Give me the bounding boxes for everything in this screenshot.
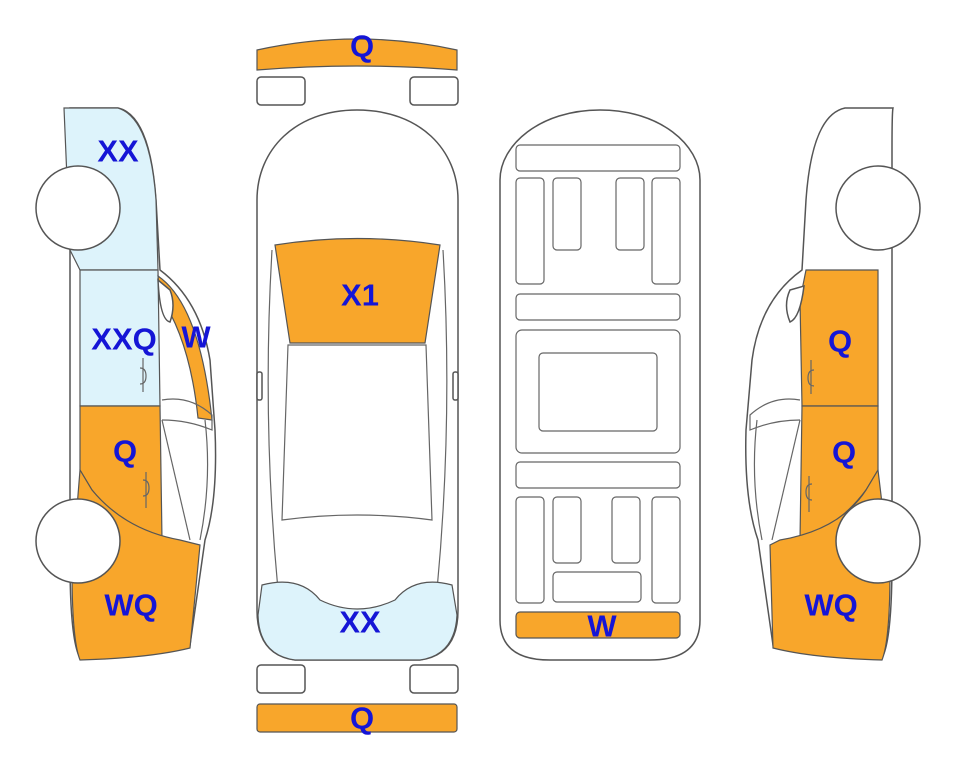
windshield-label: X1 xyxy=(341,278,379,313)
under-panel xyxy=(515,144,681,172)
right-side-line xyxy=(436,249,448,591)
rear-bumper-label: Q xyxy=(350,701,374,736)
undercarriage-rear-panel[interactable] xyxy=(515,611,681,639)
top-view: Q X1 XX Q xyxy=(256,29,459,736)
left-front-door-label: XXQ xyxy=(91,322,156,357)
rear-bumper[interactable] xyxy=(256,703,458,733)
undercarriage-view: W xyxy=(499,109,701,661)
left-rear-wheel xyxy=(35,498,121,584)
under-panel xyxy=(552,496,582,564)
right-mirror-top xyxy=(452,371,459,401)
under-panel xyxy=(651,177,681,285)
right-rear-wheel xyxy=(835,498,921,584)
rear-right-light xyxy=(409,664,459,694)
front-left-headlight xyxy=(256,76,306,106)
under-panel xyxy=(615,177,645,251)
under-panel xyxy=(515,293,681,321)
under-panel xyxy=(611,496,641,564)
right-rear-door-label: Q xyxy=(832,435,856,470)
left-pillar-label: W xyxy=(181,320,211,355)
under-panel xyxy=(651,496,681,604)
right-rear-quarter-label: WQ xyxy=(804,588,857,623)
front-bumper[interactable] xyxy=(256,38,458,71)
front-bumper-label: Q xyxy=(350,29,374,64)
rear-left-light xyxy=(256,664,306,694)
left-rear-quarter-label: WQ xyxy=(104,588,157,623)
left-door-line xyxy=(161,419,191,541)
right-handle-upper xyxy=(807,360,815,394)
right-mirror xyxy=(785,284,805,323)
left-sill-line xyxy=(199,419,209,541)
left-mirror-top xyxy=(256,371,263,401)
left-handle-lower xyxy=(142,472,150,508)
right-handle-lower xyxy=(805,476,813,512)
under-panel xyxy=(515,496,545,604)
left-front-label: XX xyxy=(97,134,139,169)
front-right-headlight xyxy=(409,76,459,106)
left-side-line xyxy=(267,249,279,591)
under-panel xyxy=(552,177,582,251)
right-side-view: Q Q WQ xyxy=(745,107,921,661)
right-door-line xyxy=(771,419,801,541)
under-panel xyxy=(515,329,681,454)
right-front-door-label: Q xyxy=(828,324,852,359)
under-panel xyxy=(515,177,545,285)
roof-outline xyxy=(281,344,433,521)
undercarriage-body xyxy=(499,109,701,661)
right-window-line xyxy=(749,398,801,431)
rear-window-label: XX xyxy=(339,605,381,640)
left-mirror xyxy=(157,278,174,323)
rear-window[interactable] xyxy=(257,581,458,661)
left-front-wheel xyxy=(35,165,121,251)
right-sill-line xyxy=(753,419,763,541)
under-panel xyxy=(515,461,681,489)
left-side-view: XX XXQ W Q WQ xyxy=(35,107,217,661)
under-panel xyxy=(552,571,642,603)
undercarriage-rear-label: W xyxy=(587,609,617,644)
left-handle-upper xyxy=(139,358,147,392)
left-rear-door-label: Q xyxy=(113,434,137,469)
windshield[interactable] xyxy=(274,237,441,344)
under-panel xyxy=(538,352,658,432)
left-window-line xyxy=(161,398,213,431)
right-front-wheel xyxy=(835,165,921,251)
